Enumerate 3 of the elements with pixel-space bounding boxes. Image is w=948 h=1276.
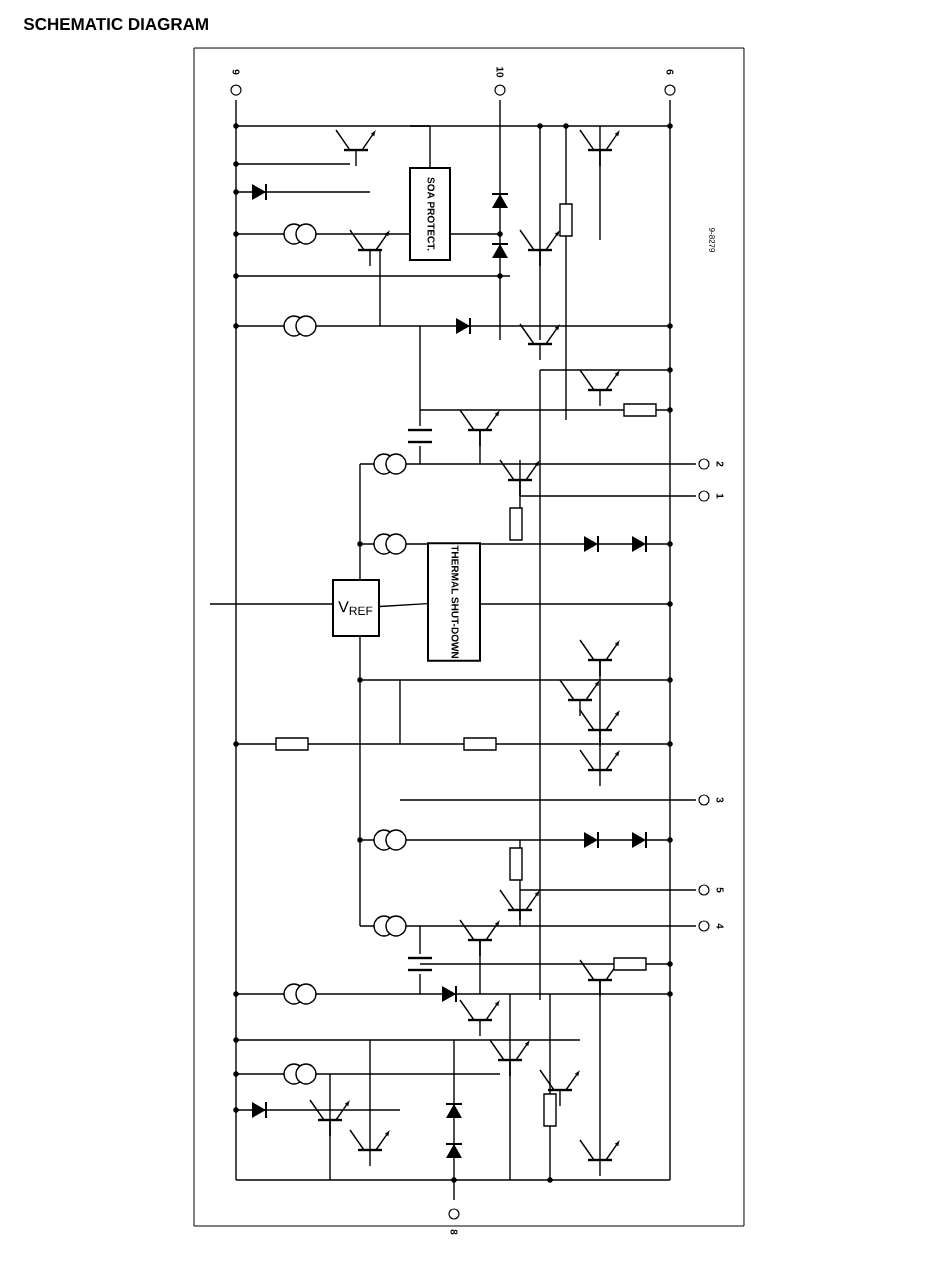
diagram-title: SCHEMATIC DIAGRAM — [23, 18, 208, 31]
wire — [379, 602, 428, 608]
reference-box: V$_{REF}$ — [332, 579, 380, 637]
